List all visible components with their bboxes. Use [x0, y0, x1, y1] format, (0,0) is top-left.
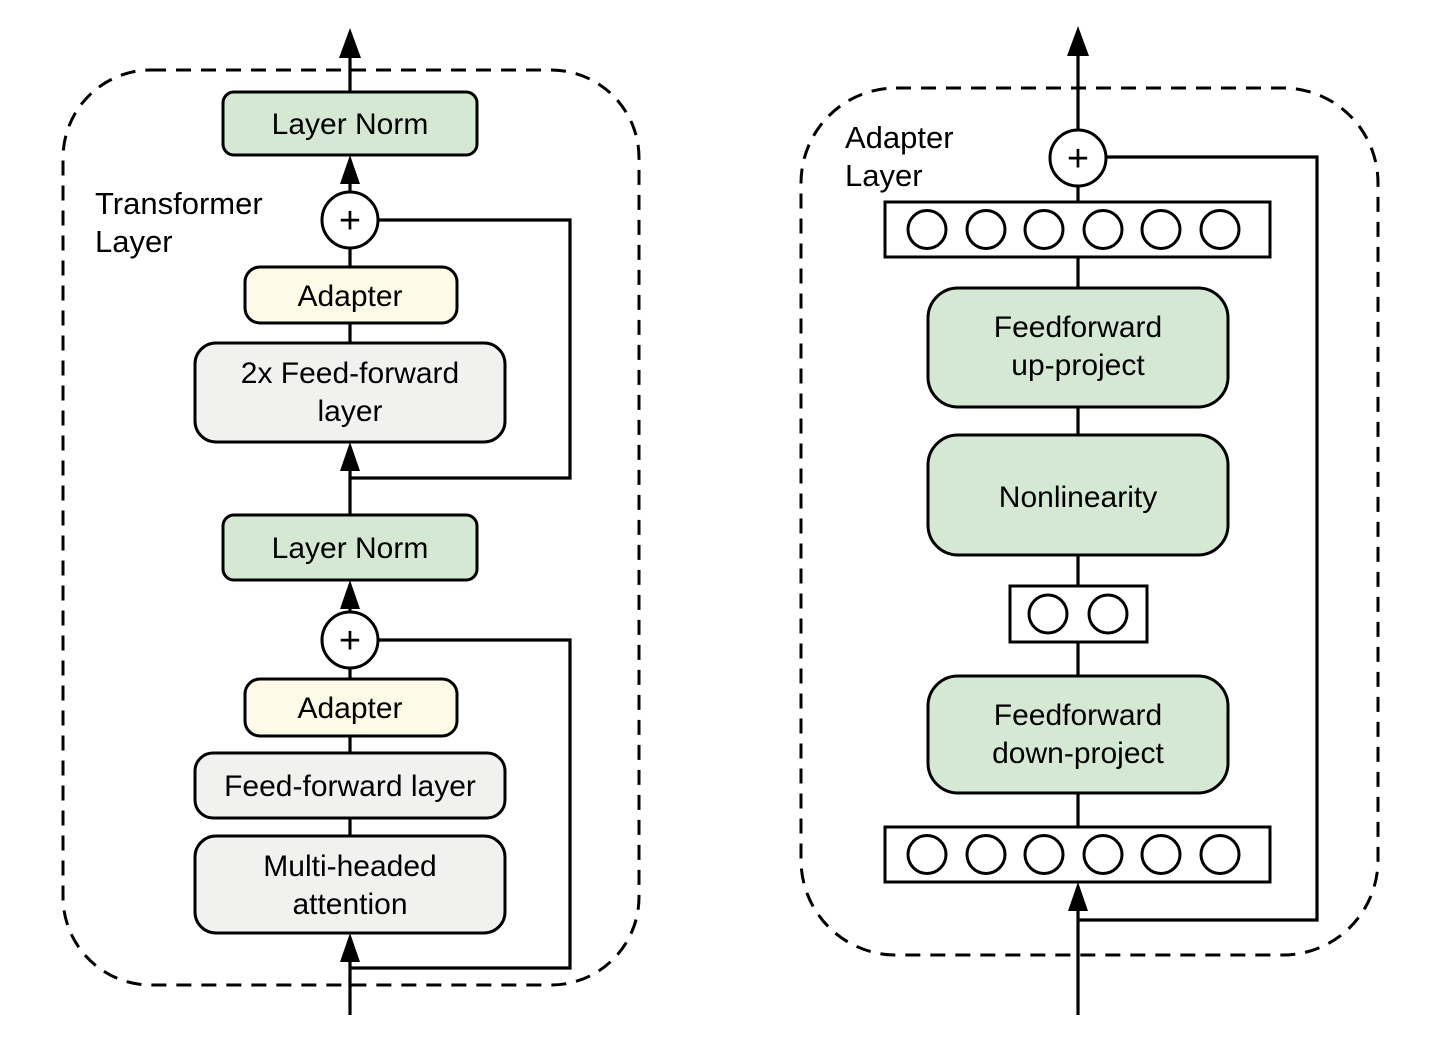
- up-project-block: [926, 286, 1230, 409]
- plus-circle-right: [1048, 128, 1108, 188]
- feature-dot: [1023, 209, 1065, 250]
- feedforward-label: Feed-forward layer: [224, 770, 476, 803]
- input-arrowhead-left: [340, 933, 360, 962]
- layer-norm-top-block: [221, 90, 479, 157]
- plus-sign-bottom-left: +: [339, 620, 361, 662]
- down-project-label-line1: Feedforward: [994, 699, 1162, 732]
- nonlinearity-label: Nonlinearity: [999, 481, 1157, 514]
- adapter-block-top: [243, 265, 459, 325]
- feature-dot: [1199, 209, 1241, 250]
- transformer-layer-label-line1: Transformer: [95, 186, 263, 221]
- plus-circle-top-left: [320, 190, 380, 250]
- adapter-top-label: Adapter: [297, 280, 402, 313]
- output-arrowhead-left: [339, 28, 361, 58]
- layer-norm-top-label: Layer Norm: [272, 108, 429, 141]
- feedforward-2x-label-line1: 2x Feed-forward: [241, 357, 459, 390]
- down-project-label-line2: down-project: [992, 737, 1164, 770]
- transformer-layer-label-line2: Layer: [95, 224, 173, 259]
- adapter-block-bottom: [243, 677, 459, 738]
- plus-sign-right: +: [1067, 138, 1089, 180]
- residual-line-lower-left: [350, 638, 572, 970]
- up-project-label-line1: Feedforward: [994, 311, 1162, 344]
- layer-norm-bottom-label: Layer Norm: [272, 532, 429, 565]
- adapter-layer-label-line1: Adapter: [845, 120, 954, 155]
- arrowhead: [340, 580, 360, 609]
- feature-dot: [1023, 834, 1065, 875]
- residual-line-right: [1078, 155, 1319, 922]
- nonlinearity-block: [926, 433, 1230, 557]
- plus-circle-bottom-left: [320, 610, 380, 670]
- output-arrowhead-right: [1067, 26, 1089, 56]
- feature-dot: [965, 834, 1007, 875]
- adapter-bottom-label: Adapter: [297, 692, 402, 725]
- arrowhead: [340, 155, 360, 184]
- feature-dot: [906, 209, 948, 250]
- feedforward-block: [193, 751, 507, 820]
- input-arrowhead-right: [1068, 882, 1088, 911]
- adapter-layer-container: [799, 86, 1380, 957]
- adapter-layer-label-line2: Layer: [845, 158, 923, 193]
- feature-dot: [1082, 209, 1124, 250]
- feature-dot: [1140, 834, 1182, 875]
- multi-head-attention-label-line2: attention: [292, 888, 407, 921]
- bottleneck-dot: [1087, 593, 1129, 635]
- feature-dot: [1140, 209, 1182, 250]
- feedforward-2x-block: [193, 341, 507, 444]
- down-project-block: [926, 674, 1230, 795]
- feature-dot: [1082, 834, 1124, 875]
- up-project-label-line2: up-project: [1011, 349, 1145, 382]
- feature-dot: [906, 834, 948, 875]
- plus-sign-top-left: +: [339, 200, 361, 242]
- feature-dot: [1199, 834, 1241, 875]
- residual-line-upper-left: [350, 218, 572, 480]
- feature-dot: [965, 209, 1007, 250]
- feedforward-2x-label-line2: layer: [317, 395, 382, 428]
- layer-norm-bottom-block: [221, 513, 479, 582]
- bottleneck-dot: [1027, 593, 1069, 635]
- multi-head-attention-label-line1: Multi-headed: [263, 850, 436, 883]
- multi-head-attention-block: [193, 834, 507, 935]
- arrowhead: [340, 442, 360, 471]
